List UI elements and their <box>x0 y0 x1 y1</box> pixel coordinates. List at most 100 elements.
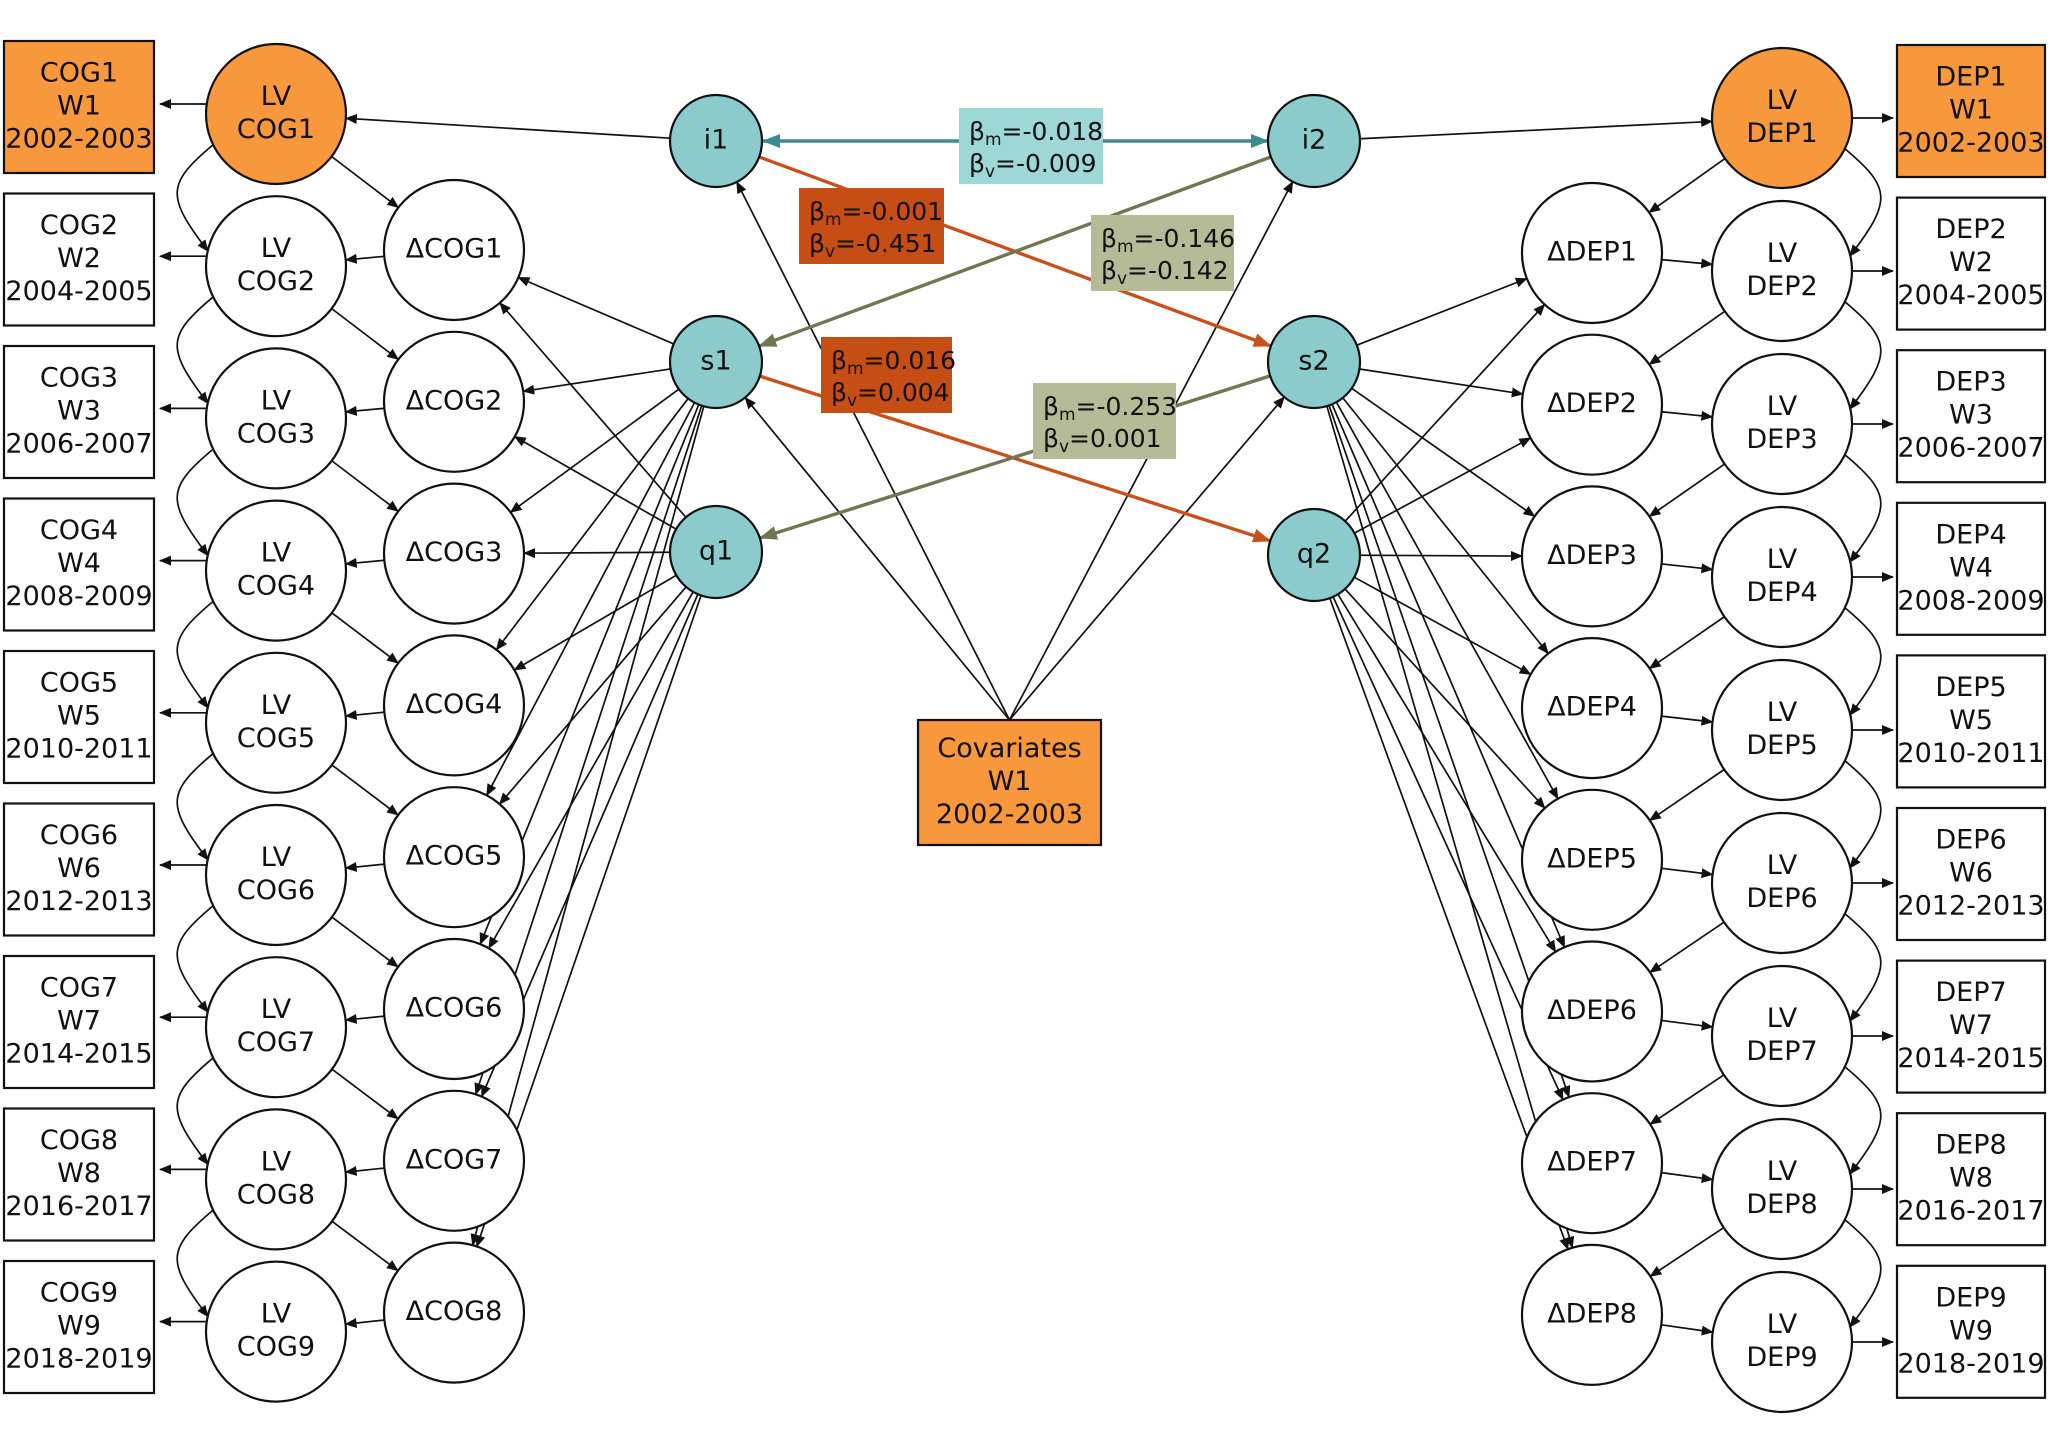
cog-delta-to-lv-edge <box>344 557 385 568</box>
cog-autoregressive-edge <box>176 143 215 252</box>
lv-dep-node-1-label1: LV <box>1767 85 1798 116</box>
dep-observed-box-4-line1: DEP4 <box>1935 519 2006 550</box>
cog-lv-to-delta-edge <box>331 612 399 664</box>
delta-cog-node-1-label1: ΔCOG1 <box>406 234 503 265</box>
coef-v-s2-q1: βv=0.001 <box>1043 424 1162 457</box>
growth-factor-s2-label1: s2 <box>1298 346 1329 377</box>
cog-observed-box-7-line2: W7 <box>57 1006 101 1037</box>
lv-dep-node-6-label2: DEP6 <box>1746 883 1817 914</box>
lv-cog-node-8-label1: LV <box>261 1146 292 1177</box>
beta-subscript: v <box>1059 437 1069 457</box>
lv-cog-node-7-label1: LV <box>261 994 292 1025</box>
delta-dep-node-8-circle <box>1520 1243 1664 1387</box>
dep-autoregressive-edge <box>1843 1218 1882 1328</box>
s1-to-delta-cog-edge <box>485 402 696 797</box>
coef-value: -0.001 <box>862 197 943 226</box>
dep-observed-box-3-line3: 2006-2007 <box>1897 433 2044 464</box>
dep-observed-box-8-rect <box>1895 1112 2047 1247</box>
lv-dep-node-8-label1: LV <box>1767 1156 1798 1187</box>
cog-lv-to-delta-edge <box>331 460 400 512</box>
cog-delta-to-lv-edge <box>344 709 385 720</box>
delta-cog-node-3-circle <box>382 482 526 625</box>
lv-cog-node-8-label2: COG8 <box>237 1179 315 1210</box>
lv-dep-node-3-circle <box>1710 352 1854 496</box>
q1-to-delta-cog-edge <box>498 586 687 805</box>
growth-factor-q2-circle <box>1266 507 1362 603</box>
cog-lv-to-delta-edge <box>331 155 400 209</box>
dep-observed-box-3-line1: DEP3 <box>1935 367 2006 398</box>
cog-delta-to-lv-edge <box>344 1166 385 1176</box>
lv-dep-node-7-circle <box>1710 964 1854 1108</box>
q1-to-delta-cog-edge <box>488 591 694 950</box>
coef-value: -0.142 <box>1148 256 1229 285</box>
dep-observed-box-2-rect <box>1895 196 2047 331</box>
q2-to-delta-dep-edge <box>1344 588 1546 809</box>
dep-observed-box-5-line1: DEP5 <box>1935 672 2006 703</box>
lv-cog-node-1-label2: COG1 <box>237 114 315 145</box>
dep-delta-to-lv-edge <box>1661 563 1714 574</box>
cog-observed-box-2-line2: W2 <box>57 243 101 274</box>
beta-symbol: β <box>1101 224 1117 253</box>
lv-cog-node-2-label1: LV <box>261 233 292 264</box>
cog-autoregressive-edge <box>176 904 215 1013</box>
equals-sign: = <box>995 149 1016 178</box>
delta-dep-node-4: ΔDEP4 <box>1520 636 1664 780</box>
growth-factor-i2-label1: i2 <box>1302 125 1327 156</box>
cog-observed-box-1-line1: COG1 <box>40 58 118 89</box>
nodes-layer: COG1W12002-2003COG2W22004-2005COG3W32006… <box>2 39 2047 1414</box>
delta-dep-node-6: ΔDEP6 <box>1520 940 1664 1083</box>
cog-observed-box-7-rect <box>2 954 156 1090</box>
dep-observed-box-1-line1: DEP1 <box>1935 62 2006 93</box>
coef-m-s2-q1: βm=-0.253 <box>1043 392 1177 425</box>
lv-dep-node-3-label2: DEP3 <box>1746 424 1817 455</box>
cog-observed-box-3-line3: 2006-2007 <box>5 429 152 460</box>
delta-dep-node-7-circle <box>1520 1092 1664 1235</box>
dep-autoregressive-edge <box>1843 147 1882 257</box>
beta-subscript: m <box>1059 405 1076 425</box>
delta-cog-node-6-label1: ΔCOG6 <box>406 993 503 1024</box>
cog-observed-box-5-line1: COG5 <box>40 668 118 699</box>
dep-delta-to-lv-edge <box>1661 1171 1714 1184</box>
dep-observed-box-4-line3: 2008-2009 <box>1897 585 2044 616</box>
dep-delta-to-lv-edge <box>1661 258 1714 269</box>
cog-observed-box-2-line3: 2004-2005 <box>5 276 152 307</box>
delta-dep-node-1: ΔDEP1 <box>1520 181 1664 325</box>
cog-observed-box-6-line1: COG6 <box>40 820 118 851</box>
delta-cog-node-6: ΔCOG6 <box>382 937 526 1081</box>
i2-to-s1-path <box>758 155 1272 348</box>
s2-to-delta-dep-edge <box>1342 397 1549 655</box>
q2-to-delta-dep-edge <box>1353 576 1532 676</box>
cog-observed-box-4-rect <box>2 497 156 632</box>
dep-observed-box-7-line3: 2014-2015 <box>1897 1043 2044 1074</box>
dep-observed-box-5-line2: W5 <box>1949 705 1993 736</box>
cog-observed-box-9-rect <box>2 1259 156 1395</box>
lv-cog-node-6-label1: LV <box>261 842 292 873</box>
delta-cog-node-7: ΔCOG7 <box>382 1089 526 1232</box>
dep-lv-to-delta-edge <box>1648 768 1725 822</box>
dep-autoregressive-edge <box>1843 1065 1882 1175</box>
cog-autoregressive-edge <box>176 599 215 709</box>
dep-observed-box-7-line1: DEP7 <box>1935 977 2006 1008</box>
delta-dep-node-2-label1: ΔDEP2 <box>1547 388 1637 419</box>
dep-observed-box-9-line2: W9 <box>1949 1315 1993 1346</box>
delta-dep-node-7: ΔDEP7 <box>1520 1092 1664 1235</box>
lv-dep-node-2-label2: DEP2 <box>1746 271 1817 302</box>
coef-m-i2-s1: βm=-0.146 <box>1101 224 1235 257</box>
dep-observed-box-3-rect <box>1895 349 2047 484</box>
dep-observed-box-8-line1: DEP8 <box>1935 1130 2006 1161</box>
beta-symbol: β <box>809 229 825 258</box>
delta-dep-node-3-circle <box>1520 485 1664 628</box>
beta-symbol: β <box>1101 256 1117 285</box>
dep-lv-to-delta-edge <box>1648 310 1726 366</box>
coef-value: 0.004 <box>878 378 950 407</box>
